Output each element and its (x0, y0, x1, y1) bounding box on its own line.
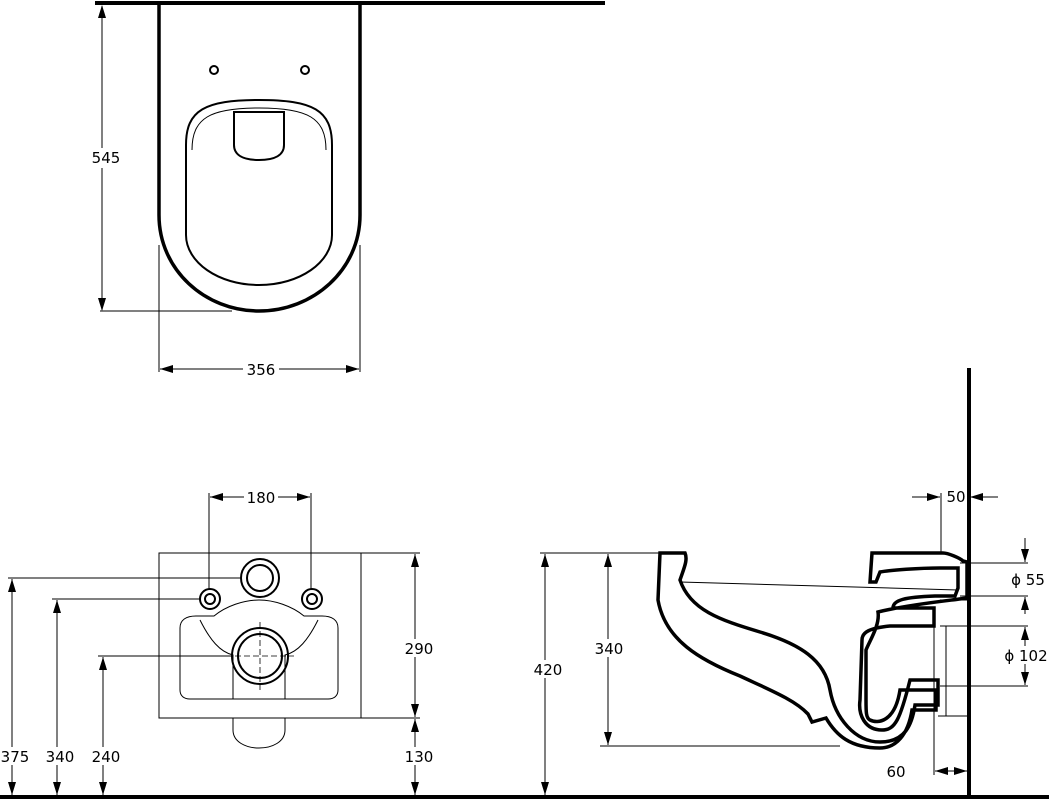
dim-phi55-label: ϕ 55 (1011, 571, 1045, 589)
dim-50-label: 50 (946, 488, 965, 506)
dim-180-label: 180 (247, 489, 276, 507)
dim-130-arrow-bottom (411, 782, 419, 795)
front-bottom-lobe (232, 718, 286, 749)
dim-420-arrow-top (541, 554, 549, 567)
dim-phi55-arrow-top (1021, 549, 1029, 562)
dim-side-340-label: 340 (595, 640, 624, 658)
dim-60-arrow-right (954, 767, 967, 775)
dim-60-arrow-left (935, 767, 948, 775)
top-fixing-hole-left (209, 65, 219, 75)
front-mount-hole-left-outer (199, 588, 221, 610)
top-bowl-inner (185, 98, 333, 287)
dim-375-arrow-bottom (8, 782, 16, 795)
top-fixing-hole-right (300, 65, 310, 75)
dim-375-label: 375 (1, 748, 30, 766)
dim-356-label: 356 (247, 361, 276, 379)
side-bowl-outline (656, 551, 969, 750)
front-mount-hole-right-inner (306, 593, 318, 605)
dim-420-label: 420 (534, 661, 563, 679)
dim-240-arrow-top (99, 657, 107, 670)
dim-180-arrow-left (210, 493, 223, 501)
dim-290-arrow-top (411, 554, 419, 567)
front-mount-hole-left-inner (204, 593, 216, 605)
top-flush-opening (233, 111, 285, 162)
dim-375-arrow-top (8, 579, 16, 592)
dim-420-arrow-bottom (541, 782, 549, 795)
dim-side-340-arrow-top (604, 554, 612, 567)
dim-290-label: 290 (405, 640, 434, 658)
top-view: 545 356 (85, 1, 605, 379)
dim-340-arrow-bottom (53, 782, 61, 795)
dim-130-label: 130 (405, 748, 434, 766)
front-view: 180 290 130 375 340 240 (0, 488, 1049, 799)
side-inner-rim (679, 581, 959, 591)
dim-340-label: 340 (46, 748, 75, 766)
dim-356-arrow-left (160, 365, 173, 373)
dim-60-label: 60 (886, 763, 905, 781)
dim-side-340-arrow-bottom (604, 732, 612, 745)
dim-phi102-label: ϕ 102 (1004, 647, 1047, 665)
dim-240-arrow-bottom (99, 782, 107, 795)
top-bowl-outline (157, 4, 362, 313)
dim-phi102-arrow-bottom (1021, 672, 1029, 685)
dim-545-arrow-bottom (98, 298, 106, 311)
dim-545-arrow-top (98, 5, 106, 18)
top-bowl-rim (191, 107, 327, 151)
front-back-plate (158, 552, 362, 719)
dim-180-arrow-right (297, 493, 310, 501)
dim-545-label: 545 (92, 149, 121, 167)
dim-130-arrow-top (411, 719, 419, 732)
dim-240-label: 240 (92, 748, 121, 766)
dim-356-arrow-right (346, 365, 359, 373)
front-inlet-outer (240, 558, 280, 598)
dim-phi55-arrow-bottom (1021, 597, 1029, 610)
dim-50-arrow-right (970, 493, 983, 501)
dim-340-arrow-top (53, 600, 61, 613)
dim-290-arrow-bottom (411, 704, 419, 717)
front-inlet-inner (246, 564, 274, 592)
dim-50-arrow-left (927, 493, 940, 501)
front-inner-opening (179, 599, 339, 700)
side-view: 50 ϕ 55 ϕ 102 60 420 (530, 368, 1049, 797)
front-mount-hole-right-outer (301, 588, 323, 610)
front-inner-channel (199, 619, 319, 699)
dim-phi102-arrow-top (1021, 627, 1029, 640)
